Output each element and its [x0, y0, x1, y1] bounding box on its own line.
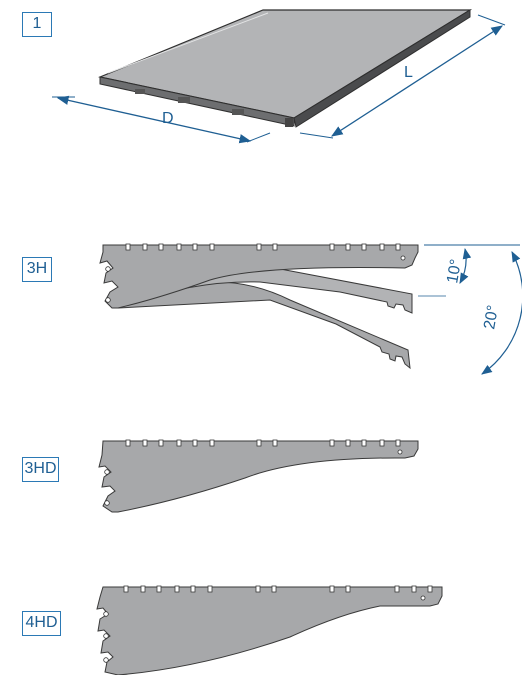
- angle-large-label: 20°: [481, 304, 502, 331]
- item-label-shelf: 1: [22, 12, 52, 37]
- shelf-panel: [97, 9, 473, 128]
- depth-dimension: D: [52, 95, 271, 144]
- angle-dimension: 10° 20°: [418, 244, 522, 375]
- length-label: L: [404, 64, 413, 81]
- depth-label: D: [162, 110, 174, 127]
- item-label-4hd: 4HD: [22, 611, 61, 636]
- bracket-3hd: [98, 439, 419, 513]
- item-label-3hd: 3HD: [22, 457, 59, 482]
- length-dimension: L: [299, 14, 506, 139]
- bracket-4hd: [96, 585, 443, 675]
- item-label-3h: 3H: [22, 257, 52, 282]
- bracket-3h-level: [99, 243, 419, 309]
- angle-small-label: 10°: [444, 258, 465, 285]
